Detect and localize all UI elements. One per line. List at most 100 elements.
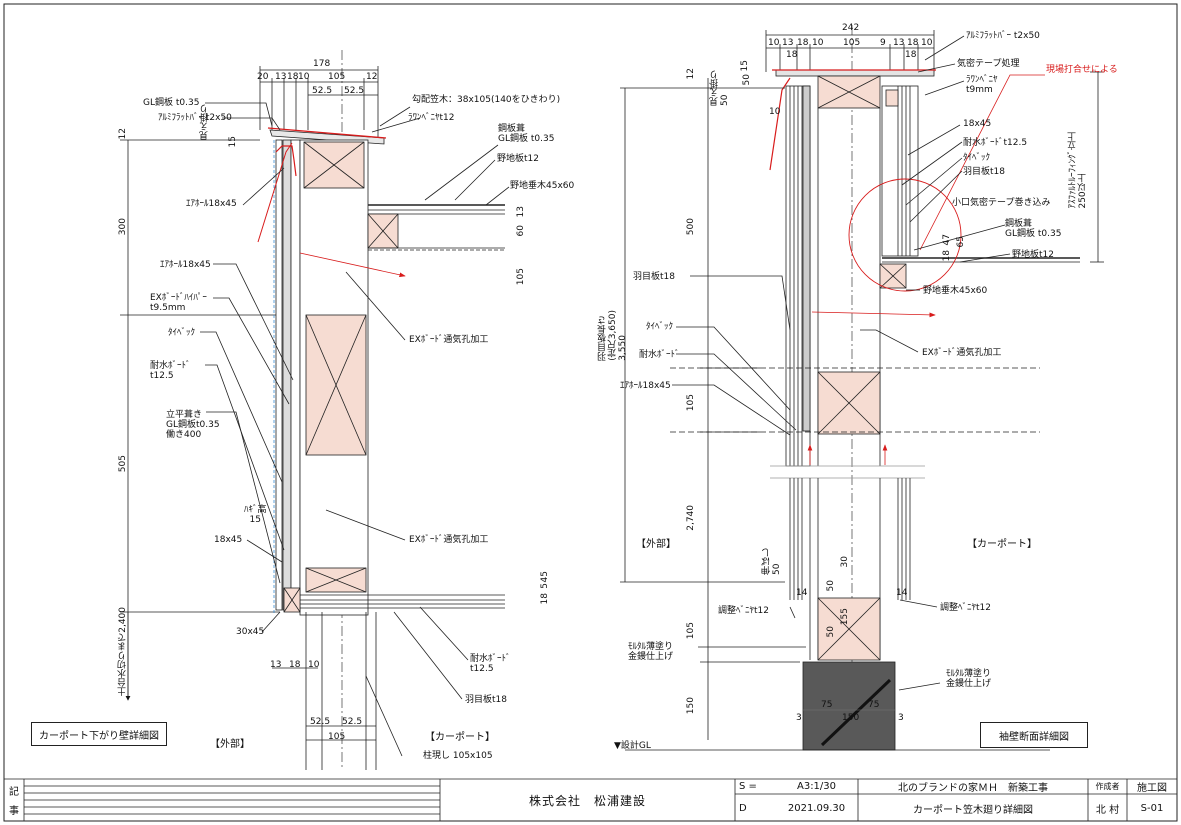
dim-side-60: 60: [516, 225, 526, 237]
design-gl: ▼設計GL: [614, 741, 651, 751]
rdim-bottom-30: 30: [840, 556, 850, 568]
left-drawing-title: カーポート下がり壁詳細図: [31, 722, 167, 746]
sheet-number: S-01: [1140, 802, 1164, 814]
label-18x45: 18x45: [214, 535, 243, 545]
rdim-side-105-a: 105: [686, 394, 696, 412]
rdim-242: 242: [842, 23, 860, 33]
rdim-18-a: 18: [797, 38, 809, 48]
rdim-13-b: 13: [893, 38, 905, 48]
date-value: 2021.09.30: [787, 802, 846, 814]
rlabel-lauan: ﾗﾜﾝﾍﾞﾆﾔ t9mm: [966, 75, 998, 95]
dim-13: 13: [275, 72, 287, 82]
label-taisui-bottom: 耐水ﾎﾞｰﾄﾞ t12.5: [470, 654, 511, 674]
label-kasagi: 勾配笠木：38x105(140をひきわり): [412, 95, 561, 105]
company-name: 株式会社 松浦建設: [528, 793, 646, 808]
dim-178: 178: [313, 59, 331, 69]
rdim-10-b: 10: [812, 38, 824, 48]
dim-bottom-18: 18: [289, 660, 301, 670]
dim-18: 18: [287, 72, 299, 82]
rdim-13-a: 13: [782, 38, 794, 48]
dim-bottom-52-5-b: 52.5: [342, 717, 363, 727]
rlabel-chosei-right: 調整ﾍﾞﾆﾔt12: [940, 603, 991, 613]
label-noji: 野地板t12: [497, 154, 539, 164]
rdim-bottom-155: 155: [840, 608, 850, 626]
rdim-side-105-b: 105: [686, 622, 696, 640]
dim-side-18: 18: [540, 593, 550, 605]
rlabel-hame: 羽目板t18: [963, 167, 1005, 177]
dim-bottom-10: 10: [308, 660, 320, 670]
dim-12: 12: [366, 72, 378, 82]
rlabel-chosei-left: 調整ﾍﾞﾆﾔt12: [718, 606, 769, 616]
dim-side-13: 13: [516, 206, 526, 218]
rlabel-mortar-right: ﾓﾙﾀﾙ薄塗り 金鏝仕上げ: [946, 669, 992, 689]
right-side-carport: 【カーポート】: [967, 539, 1037, 550]
label-30x45: 30x45: [236, 627, 265, 637]
author-name: 北 村: [1095, 804, 1120, 816]
dim-bottom-105: 105: [328, 732, 346, 742]
right-drawing-title: 袖壁断面詳細図: [980, 722, 1088, 748]
dim-side-5: 5: [540, 583, 550, 589]
ground-note: 土台水切りまで2,400: [118, 607, 128, 696]
rlabel-alu-flat: ｱﾙﾐﾌﾗｯﾄﾊﾞｰ t2x50: [966, 31, 1040, 41]
rdim-bottom-75-b: 75: [868, 700, 880, 710]
dim-side-300: 300: [118, 218, 128, 236]
rdim-side-2740: 2,740: [686, 505, 696, 531]
right-nobashi: 伸ばし 50: [762, 548, 782, 575]
label-tyvek: ﾀｲﾍﾞｯｸ: [168, 328, 196, 338]
rdim-9: 9: [880, 38, 886, 48]
rlabel-hame-left: 羽目板t18: [633, 272, 675, 282]
dim-side-15: 15: [228, 136, 238, 148]
rlabel-genba: 現場打合せによる: [1046, 65, 1118, 75]
dim-bottom-52-5-a: 52.5: [310, 717, 331, 727]
rdim-bottom-50-b: 50: [826, 626, 836, 638]
rlabel-taisui: 耐水ﾎﾞｰﾄﾞt12.5: [963, 138, 1028, 148]
dim-side-105: 105: [516, 268, 526, 286]
author-label: 作成者: [1095, 782, 1120, 791]
right-mie-gakari: 見え掛り 50: [710, 70, 730, 106]
scale-value: A3:1/30: [796, 781, 837, 792]
rlabel-ex-vent: EXﾎﾞｰﾄﾞ通気孔加工: [922, 348, 1002, 358]
label-lauan: ﾗﾜﾝﾍﾞﾆﾔt12: [408, 113, 455, 123]
rdim-side-50: 50: [742, 74, 752, 86]
rlabel-asphalt: ｱｽﾌｧﾙﾄﾙｰﾌｨﾝｸﾞ立上 250以上: [1068, 132, 1088, 209]
rlabel-18x45: 18x45: [963, 119, 992, 129]
dim-side-12: 12: [118, 128, 128, 140]
rdim-side-47: 47: [942, 234, 952, 246]
project-name: 北のブランドの家ＭＨ 新築工事: [898, 783, 1048, 794]
rlabel-mortar-left: ﾓﾙﾀﾙ薄塗り 金鏝仕上げ: [628, 642, 674, 662]
rlabel-roof-gl: 鋼板葺 GL鋼板 t0.35: [1005, 219, 1062, 239]
rdim-bottom-75-a: 75: [821, 700, 833, 710]
label-roof-gl: 鋼板葺 GL鋼板 t0.35: [498, 124, 555, 144]
rdim-side-18: 18: [942, 250, 952, 262]
dim-52-5-b: 52.5: [344, 86, 365, 96]
kiji-2: 事: [9, 805, 19, 817]
label-hame-bottom: 羽目板t18: [465, 695, 507, 705]
rdim-side-500: 500: [686, 218, 696, 236]
rlabel-kimitsu: 気密テープ処理: [957, 59, 1020, 69]
label-column: 柱現し 105x105: [423, 751, 493, 761]
label-hagi: ﾊｷﾞ高 15: [244, 505, 267, 525]
label-taisui: 耐水ﾎﾞｰﾄﾞ t12.5: [150, 361, 191, 381]
title-block-lines: [4, 778, 1177, 821]
dim-52-5-a: 52.5: [312, 86, 333, 96]
rdim-bottom-3-a: 3: [796, 713, 802, 723]
label-ex-vent-1: EXﾎﾞｰﾄﾞ通気孔加工: [409, 335, 489, 345]
rdim-18-b: 18: [907, 38, 919, 48]
rdim-10-a: 10: [768, 38, 780, 48]
dim-105: 105: [328, 72, 346, 82]
label-tatehira: 立平葺き GL鋼板t0.35 働き400: [166, 410, 220, 440]
right-hame-length: 羽目板長さ (定尺3,650) 3,550: [598, 310, 628, 361]
label-airhole-1: ｴｱﾎｰﾙ18x45: [186, 199, 237, 209]
kiji-1: 記: [9, 786, 19, 798]
rdim-10-c: 10: [921, 38, 933, 48]
label-ex-vent-2: EXﾎﾞｰﾄﾞ通気孔加工: [409, 535, 489, 545]
drawing-name: カーポート笠木廻り詳細図: [913, 804, 1033, 816]
rdim-105: 105: [843, 38, 861, 48]
rlabel-airhole: ｴｱﾎｰﾙ18x45: [620, 381, 671, 391]
dim-10: 10: [298, 72, 310, 82]
scale-label: S =: [739, 781, 757, 792]
dim-20: 20: [257, 72, 269, 82]
dim-bottom-13: 13: [270, 660, 282, 670]
